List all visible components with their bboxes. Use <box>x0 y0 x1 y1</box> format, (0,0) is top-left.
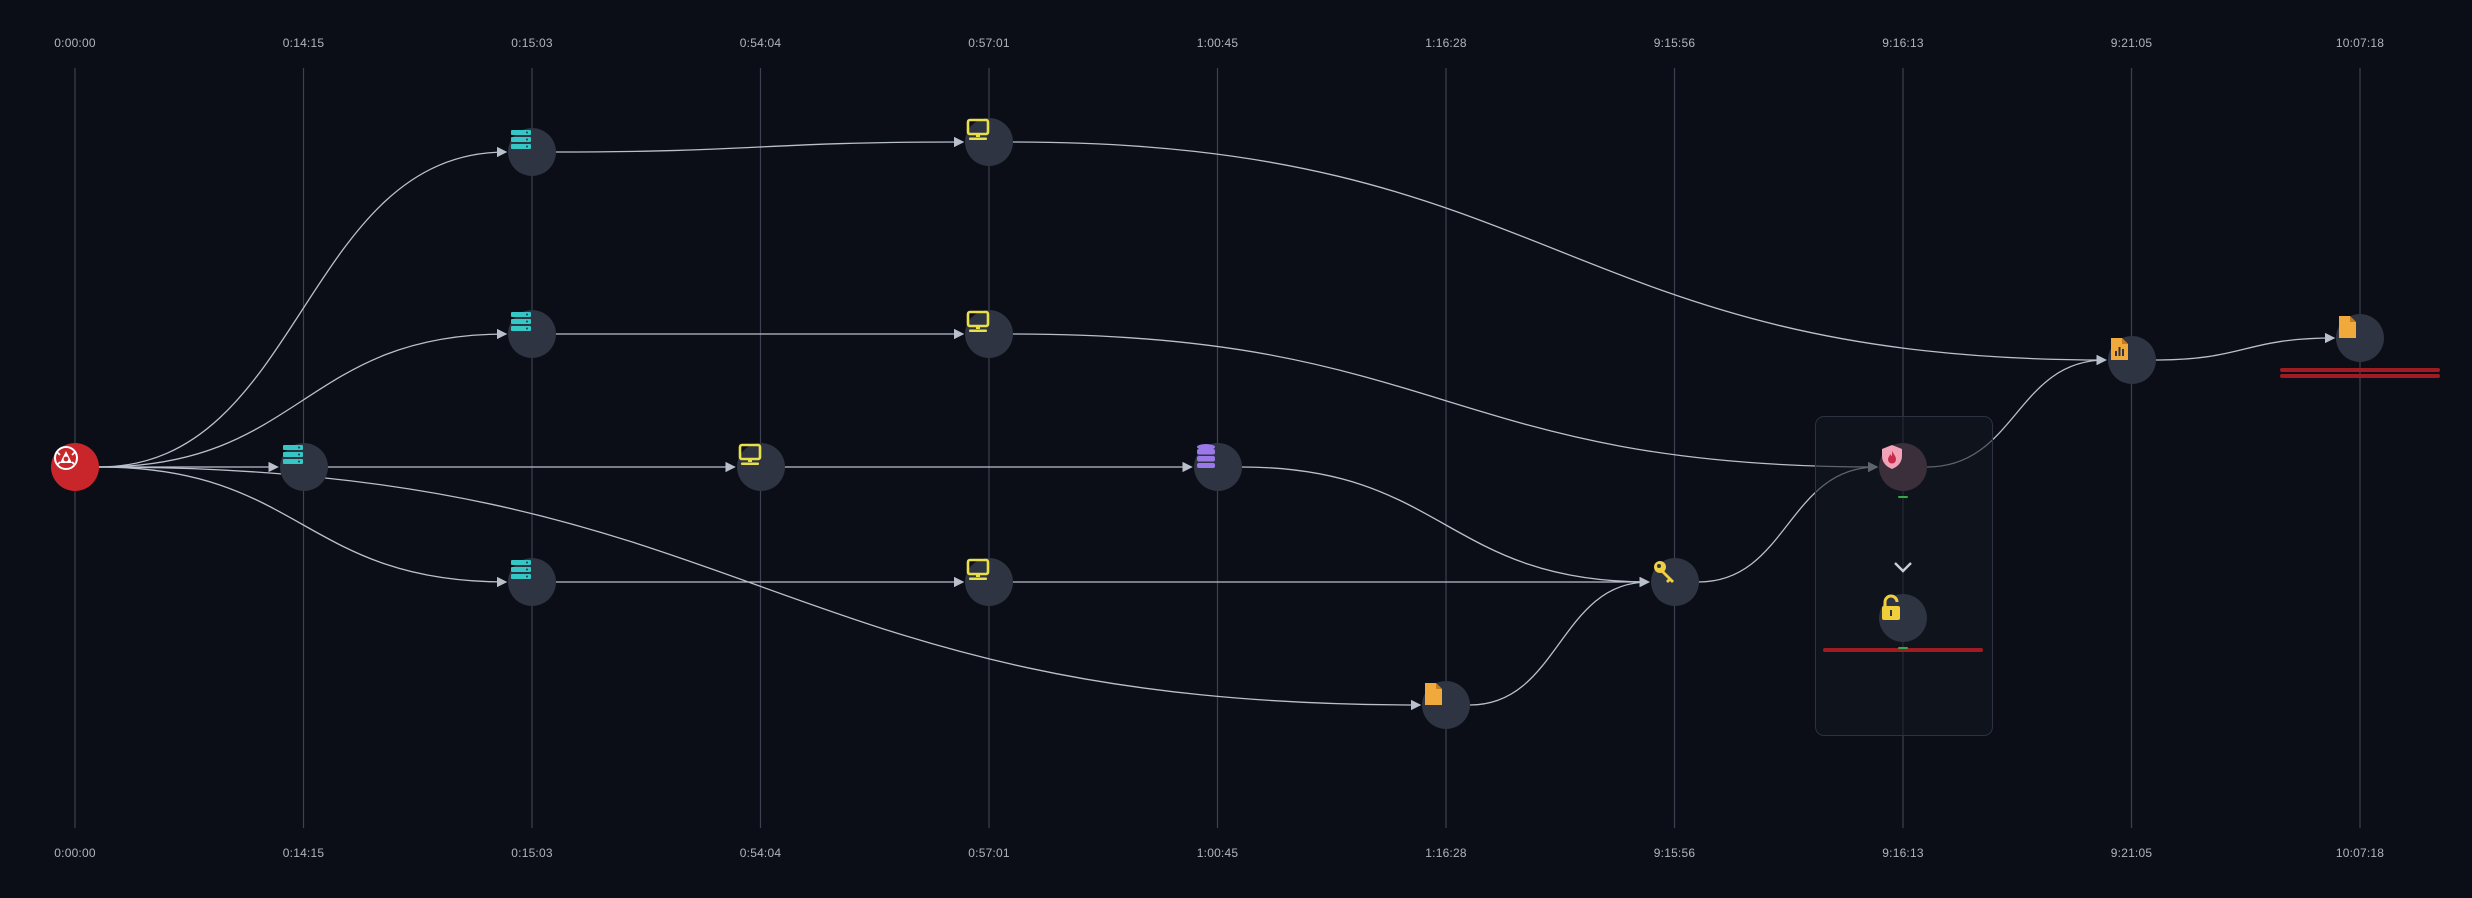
timeline-label-top: 0:15:03 <box>511 36 553 50</box>
node-bubble[interactable] <box>508 310 556 358</box>
timeline-label-bottom: 9:15:56 <box>1653 846 1696 860</box>
node-bubble[interactable] <box>2336 314 2384 362</box>
proof-badge <box>1898 496 1908 498</box>
timeline-label-top: 0:57:01 <box>968 36 1010 50</box>
timeline-label-top: 10:07:18 <box>2335 36 2385 50</box>
node-bubble[interactable] <box>2107 336 2156 384</box>
proof-badge <box>1898 647 1908 649</box>
timeline-label-bottom: 9:21:05 <box>2110 846 2153 860</box>
node-bubble[interactable] <box>1193 443 1242 491</box>
node-bubble[interactable] <box>736 443 785 491</box>
edge-repo-to-data-2 <box>2155 332 2336 361</box>
timeline-label-bottom: 0:57:01 <box>968 846 1010 860</box>
node-bubble[interactable] <box>1879 443 1927 498</box>
node-bubble[interactable] <box>51 443 99 491</box>
node-bubble[interactable] <box>1422 681 1470 729</box>
edge-domain-to-credential <box>1241 466 1650 588</box>
edge-data-1-to-credential <box>1469 576 1650 706</box>
node-data-2[interactable] <box>2255 314 2465 378</box>
timeline-label-bottom: 0:00:00 <box>54 846 96 860</box>
timeline-label-top: 9:16:13 <box>1882 36 1924 50</box>
node-repo[interactable] <box>2027 336 2237 390</box>
timeline-label-bottom: 1:16:28 <box>1425 846 1467 860</box>
timeline-label-top: 0:14:15 <box>282 36 325 50</box>
node-nodezero[interactable] <box>0 443 180 497</box>
node-bubble[interactable] <box>965 558 1013 606</box>
timeline-label-top: 1:16:28 <box>1425 36 1467 50</box>
node-bubble[interactable] <box>965 310 1013 358</box>
edge-nodezero-to-host-dc-2 <box>98 328 508 468</box>
edge-svc-smb-1-to-repo <box>1012 141 2107 366</box>
node-host-1[interactable] <box>427 128 637 182</box>
node-bubble[interactable] <box>279 443 328 491</box>
node-domain[interactable] <box>1113 443 1323 497</box>
timeline-label-bottom: 9:16:13 <box>1882 846 1924 860</box>
node-svc-smb-1[interactable] <box>884 118 1094 172</box>
timeline-label-bottom: 0:14:15 <box>282 846 325 860</box>
edge-svc-smb-2-to-weakness <box>1012 333 1879 473</box>
timeline-label-top: 9:21:05 <box>2110 36 2153 50</box>
timeline-label-top: 0:00:00 <box>54 36 96 50</box>
timeline-label-bottom: 0:54:04 <box>739 846 782 860</box>
timeline-label-bottom: 10:07:18 <box>2335 846 2385 860</box>
edge-host-1-to-svc-smb-1 <box>555 136 965 153</box>
node-bubble[interactable] <box>1879 594 1927 649</box>
risk-tag <box>2280 374 2440 378</box>
node-data-1[interactable] <box>1341 681 1551 735</box>
node-compromised[interactable] <box>1798 594 2008 652</box>
node-bubble[interactable] <box>508 558 556 606</box>
risk-tag <box>1823 648 1983 652</box>
node-svc-domain[interactable] <box>656 443 866 497</box>
node-credential[interactable] <box>1570 558 1780 612</box>
node-host-dc-2[interactable] <box>427 310 637 364</box>
node-host-dc-1[interactable] <box>199 443 409 497</box>
node-svc-smb-3[interactable] <box>884 558 1094 612</box>
timeline-label-top: 0:54:04 <box>739 36 782 50</box>
timeline-label-bottom: 0:15:03 <box>511 846 553 860</box>
edge-nodezero-to-host-dc-3 <box>98 466 508 588</box>
timeline-label-bottom: 1:00:45 <box>1196 846 1239 860</box>
timeline-label-top: 9:15:56 <box>1653 36 1696 50</box>
risk-tag <box>2280 368 2440 372</box>
node-bubble[interactable] <box>508 128 556 176</box>
node-host-dc-3[interactable] <box>427 558 637 612</box>
node-bubble[interactable] <box>965 118 1013 166</box>
timeline-label-top: 1:00:45 <box>1196 36 1239 50</box>
node-bubble[interactable] <box>1650 558 1699 606</box>
edge-nodezero-to-host-1 <box>98 146 508 468</box>
edge-nodezero-to-data-1 <box>98 466 1422 711</box>
node-weakness[interactable] <box>1798 443 2008 498</box>
node-svc-smb-2[interactable] <box>884 310 1094 364</box>
